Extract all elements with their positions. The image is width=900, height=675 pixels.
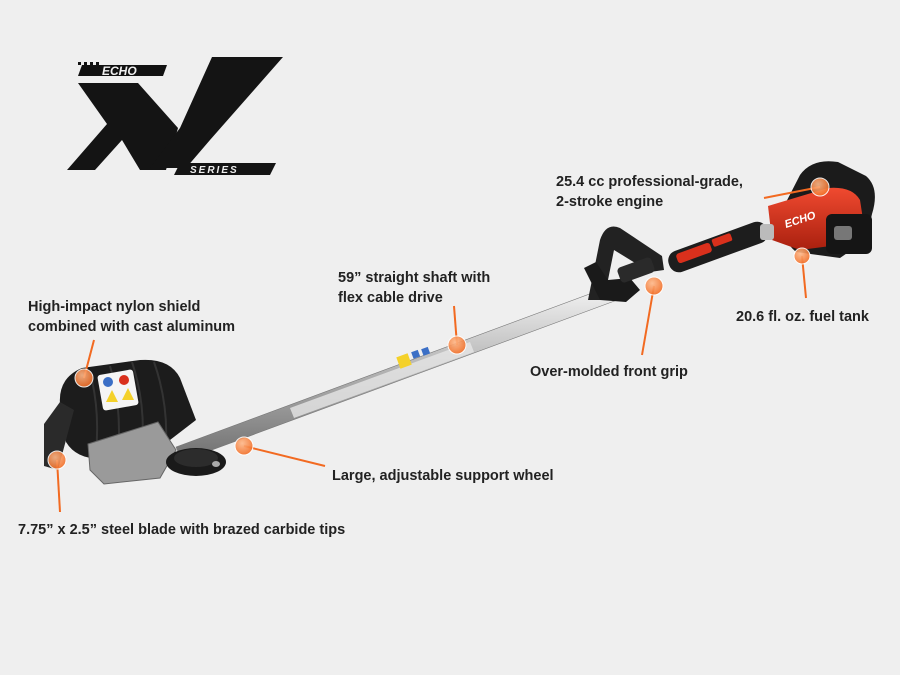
- shaft-decal: [396, 346, 431, 369]
- rear-grip: [668, 221, 768, 273]
- x-letter-mark: [67, 57, 283, 170]
- wheel-callout-text: Large, adjustable support wheel: [332, 468, 554, 484]
- engine-callout-line: [763, 186, 821, 199]
- blade-marker-dot: [47, 450, 67, 470]
- blade-callout: 7.75” x 2.5” steel blade with brazed car…: [18, 520, 345, 540]
- shaft-callout: 59” straight shaft with flex cable drive: [338, 268, 490, 308]
- front-grip-callout-line: [641, 285, 655, 356]
- shield-callout-line1: High-impact nylon shield: [28, 299, 201, 315]
- straight-shaft: [175, 281, 629, 462]
- shaft-callout-line2: flex cable drive: [338, 290, 443, 306]
- front-handle: [584, 226, 664, 302]
- front-grip-callout: Over-molded front grip: [530, 362, 688, 382]
- callout-dots: [47, 177, 830, 470]
- edger-head: [44, 359, 226, 485]
- echo-logo-text: ECHO: [102, 64, 137, 78]
- blade-callout-text: 7.75” x 2.5” steel blade with brazed car…: [18, 522, 346, 538]
- wheel-marker-dot: [234, 436, 254, 456]
- wheel-callout: Large, adjustable support wheel: [332, 466, 554, 486]
- shaft-marker-dot: [447, 335, 467, 355]
- fuel-tank-marker-dot: [793, 247, 811, 265]
- echo-x-series-logo: ECHO SERIES: [67, 57, 283, 176]
- series-text: SERIES: [190, 165, 239, 176]
- wheel-callout-line: [243, 445, 326, 467]
- support-wheel: [166, 448, 226, 476]
- fuel-tank-callout-text: 20.6 fl. oz. fuel tank: [736, 309, 869, 325]
- engine-marker-dot: [810, 177, 830, 197]
- shield-marker-dot: [74, 368, 94, 388]
- shield-callout: High-impact nylon shield combined with c…: [28, 297, 235, 337]
- fuel-tank-callout: 20.6 fl. oz. fuel tank: [736, 307, 869, 327]
- engine-callout-line1: 25.4 cc professional-grade,: [556, 174, 743, 190]
- shield-callout-line2: combined with cast aluminum: [28, 319, 236, 335]
- engine-callout: 25.4 cc professional-grade, 2-stroke eng…: [556, 172, 743, 212]
- front-grip-callout-text: Over-molded front grip: [530, 364, 688, 380]
- shaft-callout-line1: 59” straight shaft with: [338, 270, 491, 286]
- echo-wordmark: ECHO: [78, 62, 167, 78]
- front-grip-marker-dot: [644, 276, 664, 296]
- engine: ECHO: [760, 161, 875, 258]
- engine-callout-line2: 2-stroke engine: [556, 194, 664, 210]
- warning-decal: [97, 369, 139, 411]
